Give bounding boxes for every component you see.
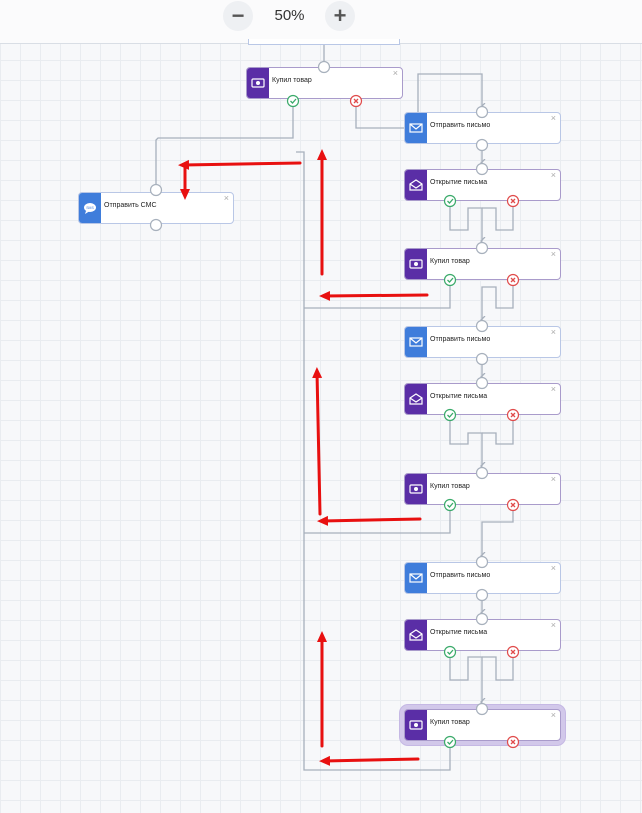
close-icon[interactable]: × [550, 170, 556, 180]
envelope-icon [405, 327, 427, 357]
output-port [475, 588, 489, 602]
annotation-arrow [319, 290, 429, 301]
yes-port-icon [443, 194, 457, 208]
connector [482, 510, 514, 556]
node-label: Отправить письмо [430, 336, 491, 343]
input-port [475, 376, 489, 390]
close-icon[interactable]: × [550, 113, 556, 123]
close-icon[interactable]: × [223, 193, 229, 203]
open-envelope-icon [405, 620, 427, 650]
connector [449, 420, 482, 466]
yes-port-icon [286, 94, 300, 108]
node-label: Открытие письма [430, 179, 488, 186]
node-label: Отправить СМС [104, 202, 157, 209]
close-icon[interactable]: × [392, 68, 398, 78]
connector [482, 656, 514, 681]
zoom-toolbar: − 50% + [0, 0, 642, 44]
input-port [317, 60, 331, 74]
close-icon[interactable]: × [550, 327, 556, 337]
annotation-arrow [317, 515, 422, 526]
node-label: Купил товар [430, 719, 470, 726]
partial-node [248, 39, 400, 45]
money-bill-icon [405, 710, 427, 740]
output-port [149, 218, 163, 232]
connector [482, 285, 514, 320]
open-envelope-icon [405, 384, 427, 414]
connector [304, 510, 451, 534]
close-icon[interactable]: × [550, 563, 556, 573]
no-port-icon [506, 645, 520, 659]
money-bill-icon [247, 68, 269, 98]
money-bill-icon [405, 249, 427, 279]
no-port-icon [349, 94, 363, 108]
node-label: Отправить письмо [430, 122, 491, 129]
connector [420, 747, 451, 771]
input-port [475, 105, 489, 119]
node-send-sms[interactable]: SMS Отправить СМС × [78, 192, 234, 224]
connector [482, 420, 514, 445]
annotation-arrow [319, 755, 420, 766]
output-port [475, 138, 489, 152]
node-label: Открытие письма [430, 393, 488, 400]
envelope-icon [405, 113, 427, 143]
yes-port-icon [443, 645, 457, 659]
zoom-in-button[interactable]: + [325, 1, 355, 31]
close-icon[interactable]: × [550, 710, 556, 720]
connector [449, 656, 482, 702]
close-icon[interactable]: × [550, 249, 556, 259]
close-icon[interactable]: × [550, 474, 556, 484]
no-port-icon [506, 408, 520, 422]
close-icon[interactable]: × [550, 384, 556, 394]
output-port [475, 352, 489, 366]
input-port [475, 702, 489, 716]
input-port [475, 466, 489, 480]
connector [482, 206, 514, 231]
svg-text:SMS: SMS [86, 206, 94, 210]
zoom-level: 50% [274, 7, 305, 24]
connector [155, 107, 294, 185]
envelope-icon [405, 563, 427, 593]
zoom-out-button[interactable]: − [223, 1, 253, 31]
input-port [149, 183, 163, 197]
no-port-icon [506, 498, 520, 512]
yes-port-icon [443, 735, 457, 749]
yes-port-icon [443, 498, 457, 512]
money-bill-icon [405, 474, 427, 504]
input-port [475, 162, 489, 176]
node-label: Купил товар [272, 77, 312, 84]
annotation-arrow [178, 159, 302, 170]
sms-bubble-icon: SMS [79, 193, 101, 223]
no-port-icon [506, 194, 520, 208]
connector [417, 73, 482, 112]
node-label: Открытие письма [430, 629, 488, 636]
node-label: Купил товар [430, 483, 470, 490]
input-port [475, 241, 489, 255]
input-port [475, 319, 489, 333]
yes-port-icon [443, 408, 457, 422]
connector [355, 107, 404, 129]
no-port-icon [506, 735, 520, 749]
close-icon[interactable]: × [550, 620, 556, 630]
connector [304, 285, 451, 309]
no-port-icon [506, 273, 520, 287]
annotation-arrow [312, 367, 323, 516]
open-envelope-icon [405, 170, 427, 200]
node-label: Купил товар [430, 258, 470, 265]
node-label: Отправить письмо [430, 572, 491, 579]
connector [296, 151, 420, 771]
connector [449, 206, 482, 241]
yes-port-icon [443, 273, 457, 287]
input-port [475, 612, 489, 626]
input-port [475, 555, 489, 569]
